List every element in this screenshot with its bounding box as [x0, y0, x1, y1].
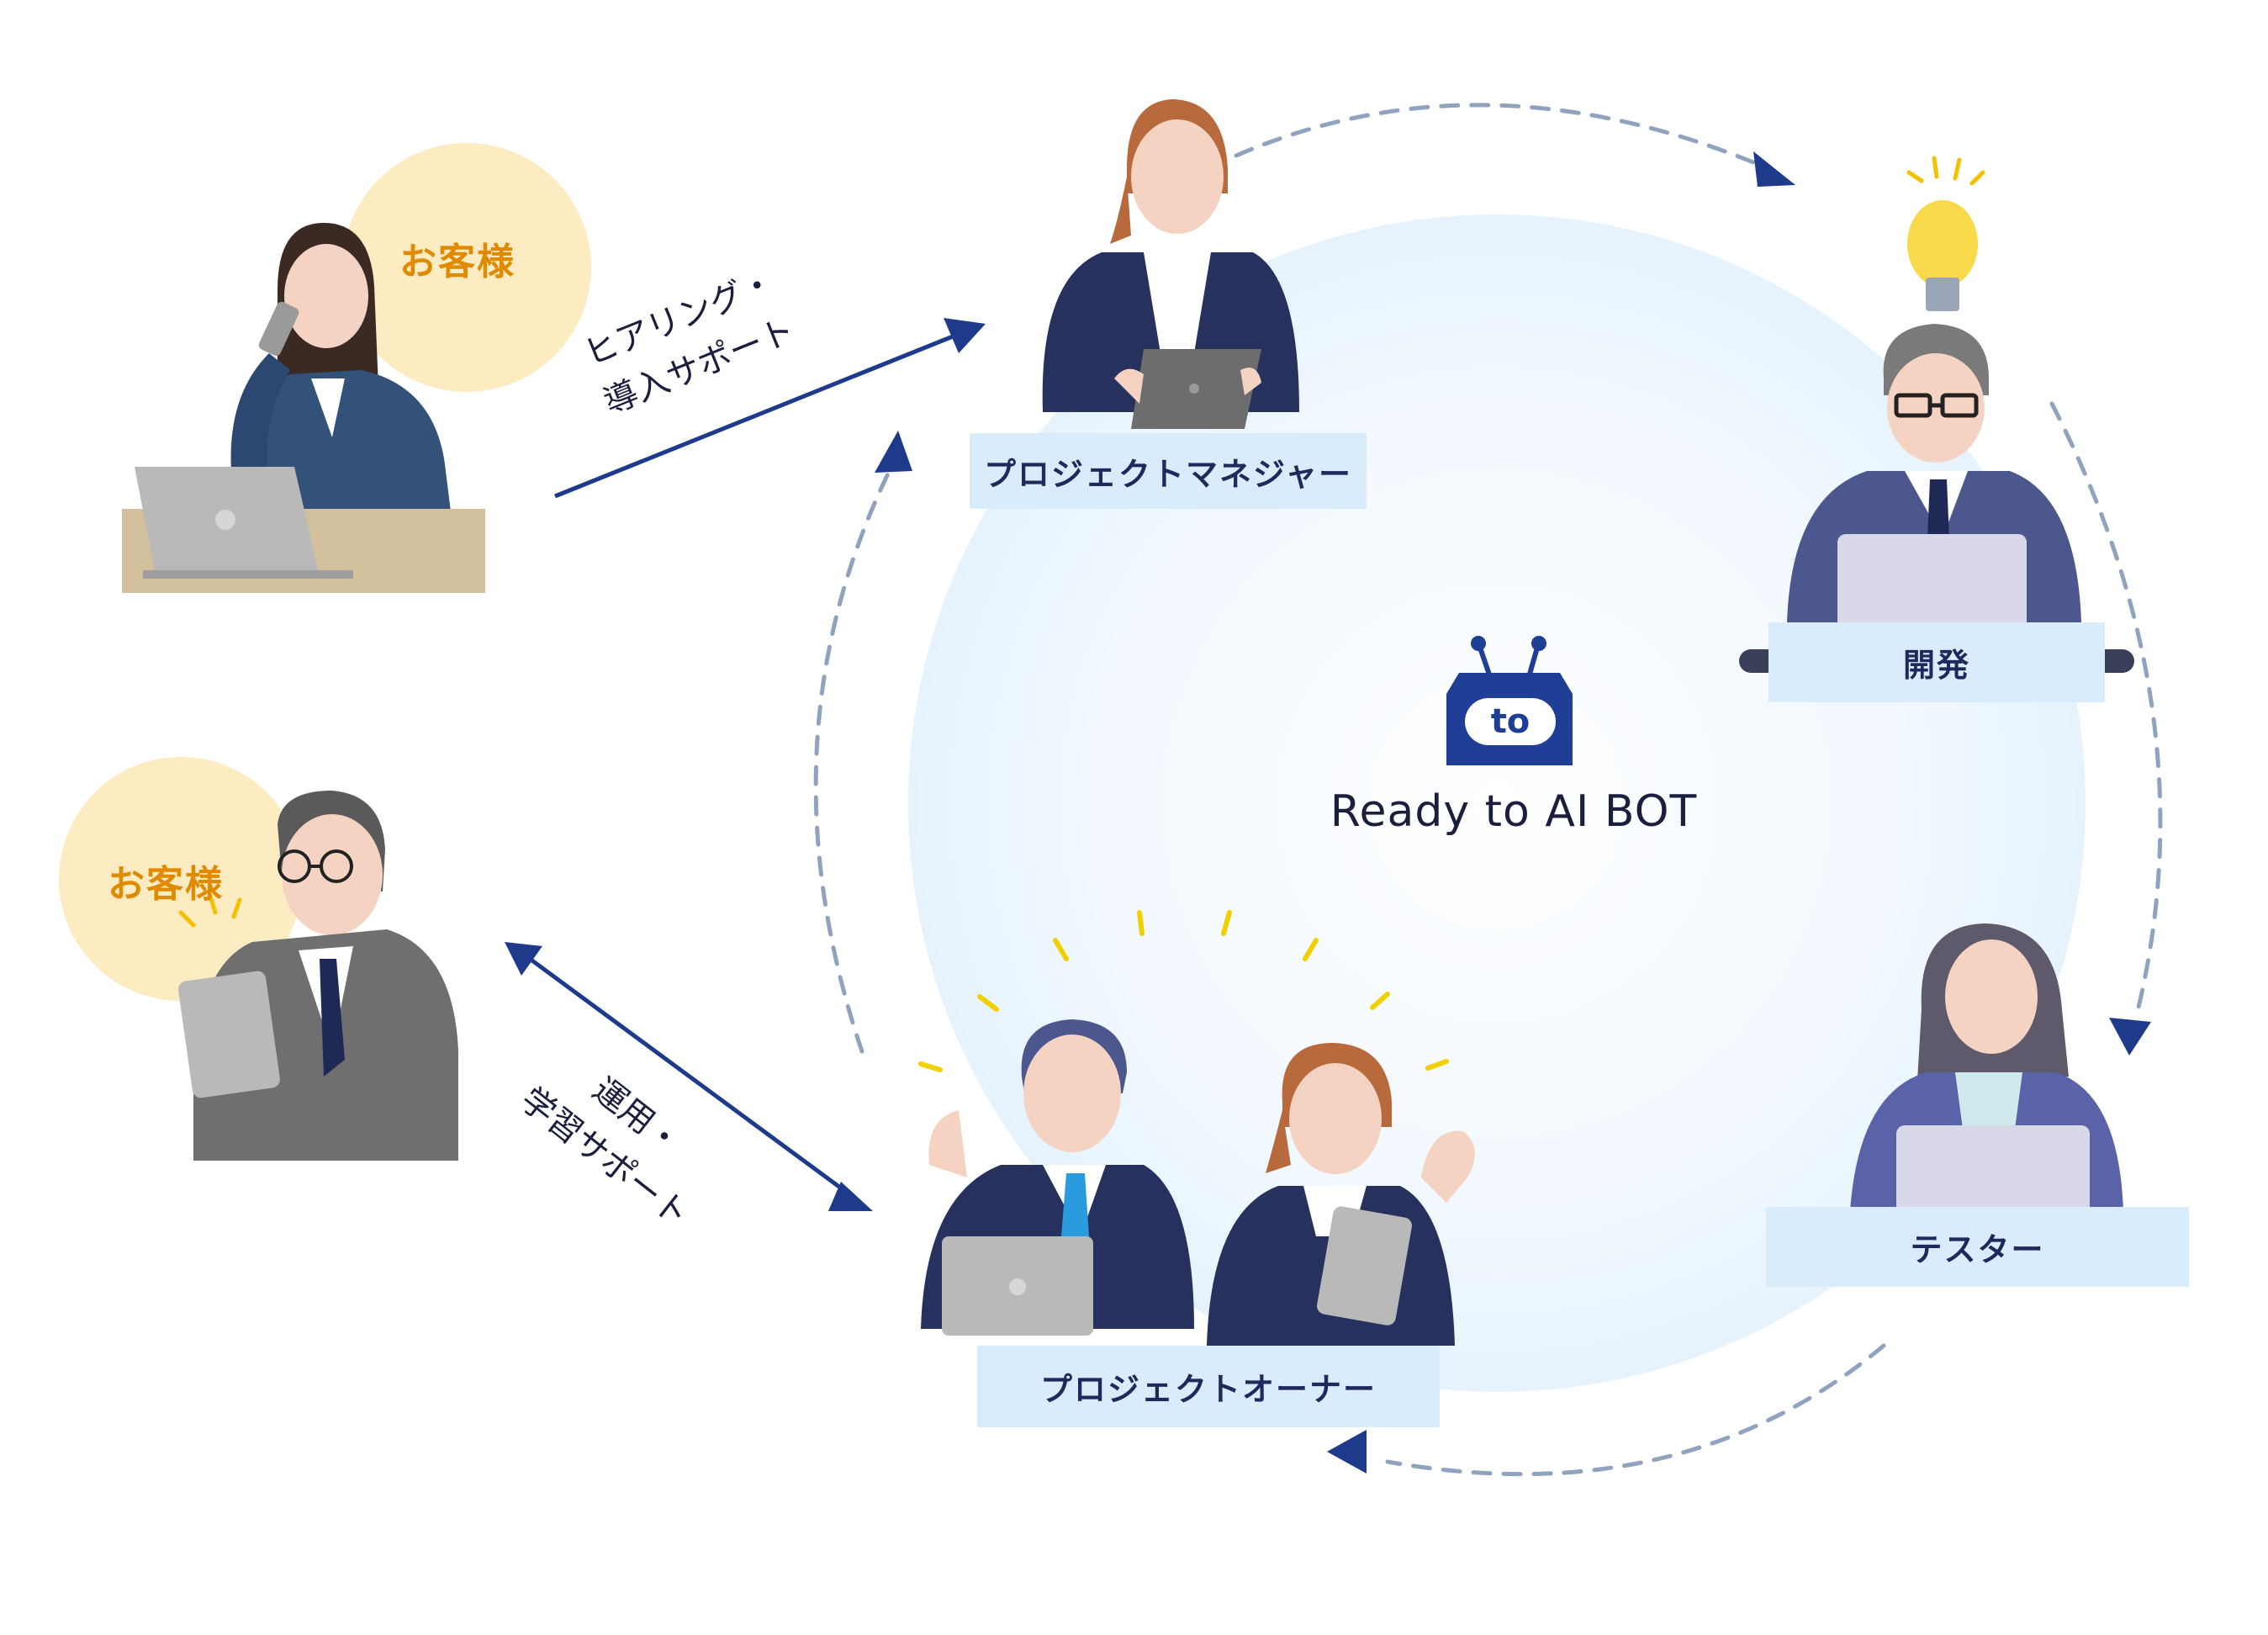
owner-man-face [1023, 1034, 1121, 1152]
arrowhead-tester [2109, 1018, 2151, 1056]
customer-bottom-tablet [178, 971, 280, 1098]
owner-man-tie [1061, 1173, 1089, 1236]
customer-bottom-face [282, 814, 383, 935]
arrow-operation-head-end [828, 1182, 873, 1211]
center-circle [908, 214, 2086, 1392]
dev-glasses [1894, 393, 1979, 418]
customer-top-arm [230, 353, 290, 479]
dash-pm-to-dev [1234, 103, 1760, 167]
role-label-project-manager: プロジェクトマネジャー [970, 433, 1367, 509]
owner-woman-tablet [1317, 1206, 1412, 1325]
pm-hands [1114, 368, 1261, 404]
customer-top-face [284, 244, 368, 348]
arrowhead-owner [1327, 1430, 1367, 1474]
arrow-hearing-head [944, 318, 986, 353]
owner-illustration [918, 910, 1475, 1346]
pm-face [1131, 119, 1224, 234]
pm-illustration [1042, 99, 1299, 429]
customer-top-laptop-base [143, 570, 353, 579]
dev-laptop [1837, 534, 2027, 639]
owner-man-laptop-logo [1009, 1278, 1026, 1295]
customer-top-circle [342, 143, 591, 392]
tester-illustration [1850, 923, 2123, 1226]
customer-bottom-sparkle [178, 893, 242, 928]
dev-tie [1927, 479, 1949, 538]
owner-man-thumb [928, 1110, 967, 1177]
owner-woman-ok-hand [1421, 1130, 1475, 1203]
owner-woman-face [1289, 1063, 1382, 1174]
customer-top-illustration [122, 143, 591, 593]
customer-top-phone [258, 301, 299, 356]
owner-sparkle [918, 910, 1449, 1072]
role-label-tester: テスター [1766, 1207, 2189, 1287]
arrowhead-dev [1753, 151, 1795, 187]
arrow-operation-line [528, 956, 851, 1197]
lightbulb-icon [1906, 156, 1985, 311]
owner-woman-ponytail [1266, 1110, 1291, 1173]
arrowhead-pm [875, 431, 912, 473]
arrow-hearing-line [554, 332, 958, 499]
customer-top-shirt [311, 378, 345, 437]
customer-bottom-glasses [278, 849, 353, 883]
customer-bottom-circle [59, 757, 303, 1001]
role-label-development: 開発 [1768, 622, 2105, 702]
bot-logo-text: to [1490, 702, 1531, 741]
support-arrows [505, 318, 986, 1211]
dash-dev-to-tester [2049, 401, 2163, 1020]
product-name: Ready to AI BOT [1330, 786, 1698, 837]
customer-bottom-tag: お客様 [108, 863, 224, 906]
customer-bottom-illustration [59, 757, 458, 1161]
customer-top-laptop-logo [215, 510, 235, 530]
customer-top-tag: お客様 [399, 241, 515, 283]
tester-shirt [1955, 1072, 2022, 1135]
pm-tablet-button [1189, 384, 1199, 394]
pm-shirt [1144, 252, 1211, 353]
arrow-operation-head-start [505, 942, 542, 976]
pm-ponytail [1110, 177, 1131, 244]
tester-laptop [1896, 1125, 2090, 1226]
dev-face [1887, 353, 1985, 463]
cycle-arrows [813, 103, 2163, 1477]
cycle-arrowheads [875, 151, 2151, 1474]
dash-owner-to-pm [813, 464, 894, 1054]
tester-face [1945, 939, 2038, 1054]
dev-illustration [1739, 156, 2134, 673]
dash-tester-to-owner [1385, 1343, 1886, 1477]
customer-bottom-tie [320, 959, 345, 1077]
bot-logo-icon [1446, 636, 1573, 765]
role-label-project-owner: プロジェクトオーナー [977, 1346, 1440, 1427]
